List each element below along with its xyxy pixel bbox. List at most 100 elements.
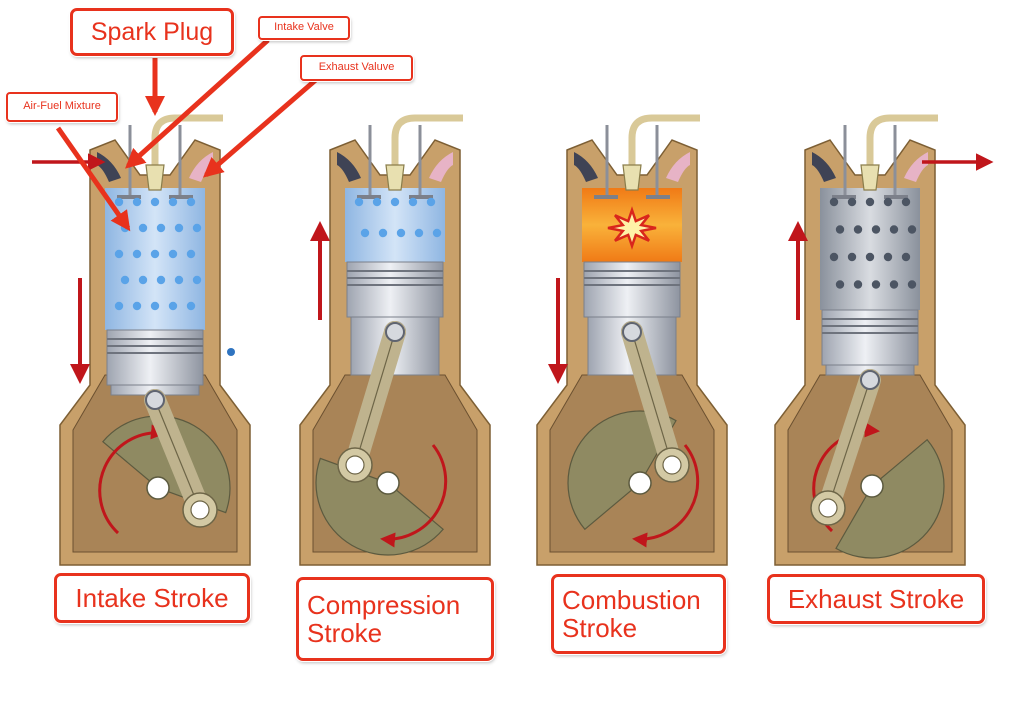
spark-plug-wire <box>866 114 938 175</box>
gas-particle <box>114 301 124 311</box>
cylinder-chamber <box>820 188 920 310</box>
crankshaft <box>146 476 170 500</box>
rotation-arrow <box>98 424 166 535</box>
crank-pin <box>190 500 210 520</box>
callout-air-fuel: Air-Fuel Mixture <box>6 92 118 122</box>
exhaust-valve-head <box>409 195 433 199</box>
callout-spark-plug-text: Spark Plug <box>90 17 214 46</box>
gas-particle <box>432 228 442 238</box>
combustion-flash <box>607 206 657 250</box>
connecting-rod-edge <box>354 331 396 466</box>
gas-particle <box>847 252 857 262</box>
exhaust-port <box>666 152 690 182</box>
gas-particle <box>865 197 875 207</box>
crank-pin <box>818 498 838 518</box>
gas-particle <box>907 225 917 234</box>
rod-small-end <box>622 322 642 342</box>
gas-particle <box>114 197 124 207</box>
gas-particle <box>907 280 917 289</box>
intake-valve-head <box>357 195 381 199</box>
gas-particle <box>360 228 370 238</box>
engine-compression <box>299 114 491 566</box>
callout-exhaust-valve-text: Exhaust Valuve <box>318 61 395 74</box>
gas-particle <box>114 249 124 259</box>
gas-particle <box>847 197 857 207</box>
gas-particle <box>168 197 178 207</box>
gas-particle <box>156 223 166 233</box>
gas-particle <box>186 197 196 207</box>
crank-pin <box>345 455 365 475</box>
rod-small-end <box>145 390 165 410</box>
intake-port <box>812 152 836 182</box>
gas-particle <box>186 301 196 311</box>
gas-particle <box>150 301 160 311</box>
gas-particle <box>835 225 845 234</box>
spark-plug <box>145 164 165 191</box>
rotation-arrow <box>632 444 700 548</box>
gas-particle <box>396 228 406 238</box>
gas-particle <box>889 225 899 234</box>
gas-particle <box>853 225 863 234</box>
gas-particle <box>192 275 202 285</box>
exhaust-port <box>904 152 928 182</box>
gas-particle <box>901 197 911 207</box>
gas-particle <box>829 197 839 207</box>
gas-particle <box>174 275 184 285</box>
spark-plug-wire <box>151 114 223 175</box>
gas-particle <box>168 249 178 259</box>
crank-pin <box>662 455 682 475</box>
exhaust-port <box>429 152 453 182</box>
exhaust-valve-head <box>169 195 193 199</box>
gas-particle <box>150 249 160 259</box>
gas-particle <box>168 301 178 311</box>
gas-particle <box>132 301 142 311</box>
stroke-label-compression: Compression Stroke <box>296 577 494 661</box>
stroke-label-exhaust-text: Exhaust Stroke <box>787 583 965 614</box>
intake-valve-head <box>117 195 141 199</box>
gas-particle <box>354 197 364 207</box>
spark-plug-wire <box>391 114 463 175</box>
stroke-label-intake: Intake Stroke <box>54 573 250 623</box>
exhaust-valve-head <box>646 195 670 199</box>
gas-particle <box>156 275 166 285</box>
intake-valve-head <box>594 195 618 199</box>
gas-particle <box>835 280 845 289</box>
rotation-arrow <box>380 444 448 548</box>
spark-plug <box>860 164 880 191</box>
gas-particle <box>871 280 881 289</box>
gas-particle <box>871 225 881 234</box>
gas-particle <box>132 249 142 259</box>
intake-valve-head <box>832 195 856 199</box>
exhaust-valve-head <box>884 195 908 199</box>
gas-particle <box>853 280 863 289</box>
connecting-rod-edge <box>631 331 673 466</box>
stroke-label-intake-text: Intake Stroke <box>75 582 229 613</box>
gas-particle <box>901 252 911 262</box>
gas-particle <box>372 197 382 207</box>
gas-particle <box>883 252 893 262</box>
engine-combustion <box>536 114 728 566</box>
gas-particle <box>378 228 388 238</box>
stroke-label-exhaust: Exhaust Stroke <box>767 574 985 624</box>
crankshaft <box>860 474 884 498</box>
crank-counterweight <box>835 438 945 559</box>
connecting-rod-edge <box>827 379 871 509</box>
spark-plug <box>385 164 405 191</box>
gas-particle <box>192 223 202 233</box>
callout-spark-plug: Spark Plug <box>70 8 234 56</box>
callout-air-fuel-text: Air-Fuel Mixture <box>23 100 101 113</box>
callout-intake-valve-text: Intake Valve <box>274 21 334 34</box>
gas-particle <box>426 197 436 207</box>
gas-particle <box>883 197 893 207</box>
gas-particle <box>408 197 418 207</box>
gas-particle <box>174 223 184 233</box>
gas-particle <box>829 252 839 262</box>
rod-small-end <box>385 322 405 342</box>
connecting-rod-edge <box>154 399 201 511</box>
spark-plug <box>622 164 642 191</box>
gas-particle <box>150 197 160 207</box>
gas-particle <box>120 275 130 285</box>
callout-line-exhaust-valve <box>202 76 320 178</box>
crank-counterweight <box>315 457 445 556</box>
engine-exhaust <box>774 114 966 566</box>
